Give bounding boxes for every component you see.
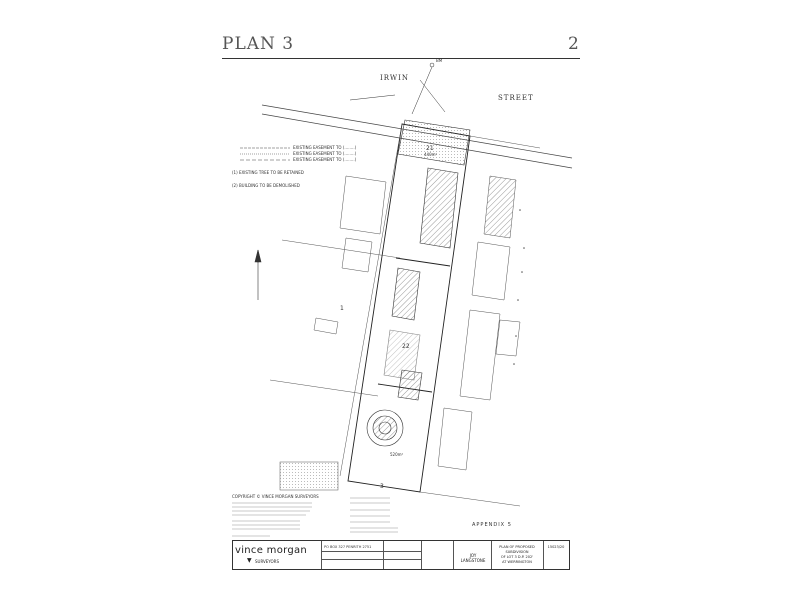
- plan-title: PLAN OF PROPOSED SUBDIVISION OF LOT 3 D.…: [499, 545, 535, 564]
- company-name: vince morgan: [235, 545, 308, 556]
- triangle-icon: ▼: [247, 557, 252, 564]
- legend-note-1: (1) EXISTING TREE TO BE RETAINED: [232, 170, 304, 175]
- legend-line-2: EXISTING EASEMENT TO (........): [293, 151, 357, 156]
- owner-block: JOY LANGSTONE: [457, 553, 489, 563]
- page-number: 2: [568, 34, 579, 54]
- company-subtitle: SURVEYORS: [255, 559, 279, 564]
- appendix-label: APPENDIX 5: [472, 522, 512, 528]
- adjacent-lots-left: [269, 123, 403, 477]
- svg-text:BM: BM: [436, 58, 443, 63]
- copyright-note: COPYRIGHT © VINCE MORGAN SURVEYORS: [232, 494, 319, 499]
- notes-text-lines: [232, 497, 398, 537]
- legend-line-1: EXISTING EASEMENT TO (........): [293, 145, 357, 150]
- header-rule: [222, 58, 580, 59]
- legend-note-2: (2) BUILDING TO BE DEMOLISHED: [232, 183, 300, 188]
- street-name-left: IRWIN: [380, 74, 409, 82]
- company-address: PO BOX 327 PENRITH 2751: [324, 545, 372, 549]
- owner-label: JOY: [469, 553, 477, 558]
- page-title: PLAN 3: [222, 34, 295, 54]
- right-edge-marks: [513, 209, 525, 365]
- north-arrow-icon: [254, 249, 262, 300]
- lot-number-front: 21: [426, 145, 434, 152]
- plan-number: 15023/20: [547, 545, 565, 549]
- legend-line-3: EXISTING EASEMENT TO (........): [293, 157, 357, 162]
- adjacent-lots-right: [419, 135, 541, 507]
- lot-number-middle: 22: [402, 343, 410, 350]
- lot-number-left: 1: [340, 305, 344, 312]
- street-name-right: STREET: [498, 94, 534, 102]
- owner-name: LANGSTONE: [460, 558, 486, 563]
- lot-area-rear: 520m²: [390, 452, 404, 457]
- lot-area-front: 440m²: [424, 152, 438, 157]
- lot-number-rear: 3: [380, 483, 384, 490]
- lot-buildings: [383, 119, 471, 401]
- title-block: vince morgan ▼ SURVEYORS PO BOX 327 PENR…: [232, 540, 570, 570]
- legend: [240, 147, 290, 161]
- top-markers: [349, 62, 446, 115]
- tree-symbol: [366, 409, 404, 447]
- key-box: [279, 461, 339, 491]
